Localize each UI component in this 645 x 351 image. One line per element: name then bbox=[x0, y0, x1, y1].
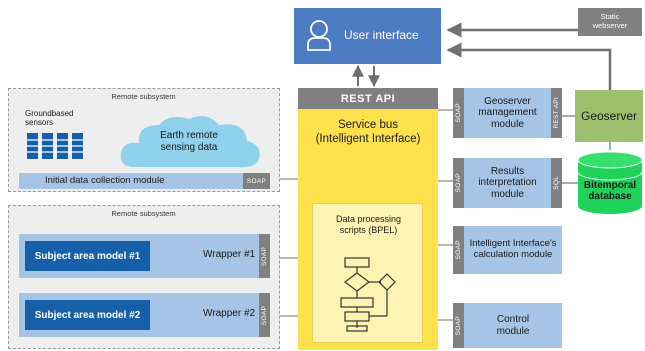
control-module-label: Control module bbox=[496, 314, 530, 337]
model-row-1: Subject area model #1 Wrapper #1 SOAP bbox=[19, 234, 270, 278]
bpel-box: Data processing scripts (BPEL) bbox=[312, 203, 423, 343]
geoserver-box: Geoserver bbox=[575, 90, 643, 142]
sensors-icon bbox=[27, 133, 83, 159]
geoserver-management-module: SOAP Geoserver management module REST AP… bbox=[453, 88, 562, 138]
calculation-module: SOAP Intelligent Interface's calculation… bbox=[453, 226, 562, 274]
soap-tab: SOAP bbox=[453, 88, 464, 138]
remote-subsystem-2-title: Remote subsystem bbox=[111, 209, 176, 218]
rest-api-label: REST API bbox=[340, 92, 396, 105]
soap-tab: SOAP bbox=[453, 303, 464, 348]
geoserver-label: Geoserver bbox=[580, 109, 638, 123]
user-interface-box: User interface bbox=[294, 8, 441, 64]
subject-area-model-1: Subject area model #1 bbox=[25, 241, 150, 271]
soap-tab: SOAP bbox=[243, 173, 270, 189]
results-interpretation-label: Results interpretation module bbox=[478, 165, 537, 200]
static-webserver-box: Static webserver bbox=[578, 8, 642, 36]
soap-tab: SOAP bbox=[453, 158, 464, 208]
rest-api-bar: REST API bbox=[298, 88, 438, 109]
initial-data-collection-label: Initial data collection module bbox=[45, 175, 165, 186]
wrapper-2-label: Wrapper #2 bbox=[203, 308, 256, 319]
initial-data-collection-module: Initial data collection module SOAP bbox=[19, 173, 270, 189]
remote-subsystem-1-title: Remote subsystem bbox=[111, 92, 176, 101]
rest-api-tab: REST API bbox=[551, 88, 562, 138]
subject-area-model-2: Subject area model #2 bbox=[25, 300, 150, 330]
soap-tab: SOAP bbox=[259, 234, 270, 278]
sql-tab: SQL bbox=[551, 158, 562, 208]
cloud-icon bbox=[120, 116, 260, 168]
cloud-label: Earth remote sensing data bbox=[160, 130, 218, 153]
results-interpretation-module: SOAP Results interpretation module SQL bbox=[453, 158, 562, 208]
user-interface-label: User interface bbox=[344, 28, 419, 42]
control-module: SOAP Control module bbox=[453, 303, 562, 348]
bpel-label: Data processing scripts (BPEL) bbox=[335, 214, 402, 235]
static-webserver-label: Static webserver bbox=[592, 12, 628, 30]
user-icon bbox=[307, 20, 331, 51]
service-bus: REST API Service bus (Intelligent Interf… bbox=[298, 88, 438, 350]
calculation-module-label: Intelligent Interface's calculation modu… bbox=[469, 238, 557, 260]
flowchart-icon bbox=[340, 257, 396, 332]
sensors-label: Groundbased sensors bbox=[25, 109, 74, 128]
soap-tab: SOAP bbox=[259, 293, 270, 337]
remote-subsystem-1: Remote subsystem Groundbased sensors Ear… bbox=[8, 88, 280, 192]
remote-subsystem-2: Remote subsystem Subject area model #1 W… bbox=[8, 205, 280, 349]
geoserver-management-label: Geoserver management module bbox=[478, 95, 537, 130]
database-label: Bitemporal database bbox=[583, 179, 637, 203]
database-icon bbox=[577, 151, 643, 214]
model-row-2: Subject area model #2 Wrapper #2 SOAP bbox=[19, 293, 270, 337]
wrapper-1-label: Wrapper #1 bbox=[203, 249, 256, 260]
service-bus-label: Service bus (Intelligent Interface) bbox=[315, 119, 421, 145]
soap-tab: SOAP bbox=[453, 226, 464, 274]
